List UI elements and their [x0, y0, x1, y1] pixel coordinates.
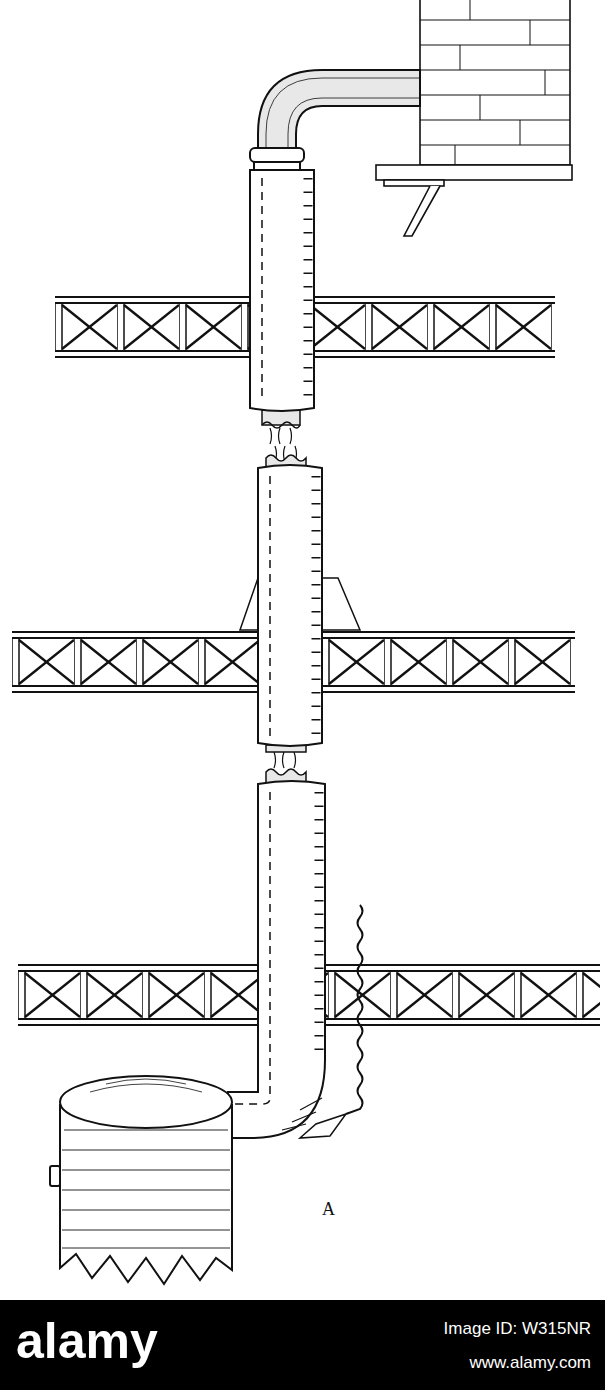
pipe-sleeve	[250, 170, 314, 428]
brick-chimney	[376, 0, 572, 236]
watermark-bar	[0, 1300, 605, 1390]
pipe-sleeve	[228, 769, 346, 1138]
damper-chain	[346, 905, 363, 1114]
pipe-sleeve	[258, 455, 322, 752]
stove	[50, 1076, 232, 1284]
watermark-url: www.alamy.com	[469, 1354, 591, 1373]
figure-letter: A	[322, 1200, 335, 1220]
watermark-id: Image ID: W315NR	[444, 1320, 591, 1339]
watermark-logo: alamy	[16, 1314, 158, 1369]
stove-pipe	[250, 70, 420, 170]
